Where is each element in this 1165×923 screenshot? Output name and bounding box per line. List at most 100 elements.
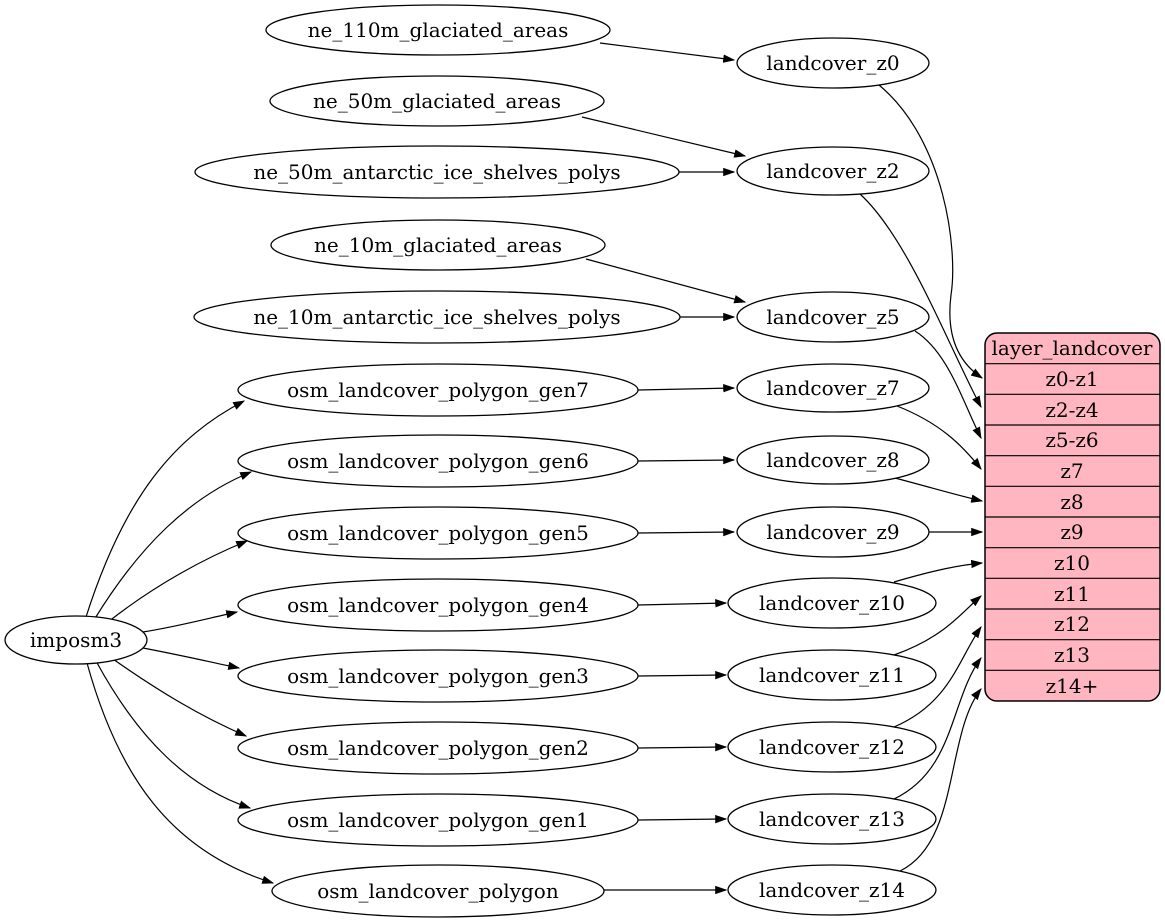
node-shape bbox=[736, 146, 930, 196]
node-osm-landcover-polygon: osm_landcover_polygon bbox=[271, 864, 605, 918]
node-shape bbox=[736, 37, 930, 89]
node-label: osm_landcover_polygon_gen7 bbox=[287, 378, 589, 402]
edge-imposm3-to-gen1 bbox=[95, 660, 252, 809]
node-landcover-z11: landcover_z11 bbox=[727, 649, 937, 701]
edge-gen4-to-landcover-z10 bbox=[637, 599, 728, 608]
node-label: landcover_z2 bbox=[766, 159, 899, 183]
table-row-z13: z13 bbox=[1054, 643, 1090, 667]
node-shape bbox=[736, 291, 930, 343]
node-label: osm_landcover_polygon_gen2 bbox=[287, 736, 589, 760]
edge-landcover-z7-to-row-z7 bbox=[896, 405, 982, 470]
edge-imposm3-to-gen2 bbox=[109, 656, 248, 737]
edge-gen7-to-landcover-z7 bbox=[637, 384, 736, 393]
edges-imposm3 bbox=[85, 400, 275, 884]
node-osm-landcover-polygon-gen6: osm_landcover_polygon_gen6 bbox=[237, 434, 639, 488]
edges-sources bbox=[581, 42, 747, 895]
node-label: ne_50m_antarctic_ice_shelves_polys bbox=[253, 160, 620, 184]
table-header-label: layer_landcover bbox=[992, 336, 1153, 360]
node-label: osm_landcover_polygon_gen1 bbox=[287, 808, 589, 832]
node-landcover-z7: landcover_z7 bbox=[736, 363, 930, 413]
node-shape bbox=[265, 4, 611, 56]
node-landcover-z2: landcover_z2 bbox=[736, 146, 930, 196]
edge-imposm3-to-gen3 bbox=[142, 647, 241, 670]
node-label: ne_110m_glaciated_areas bbox=[308, 18, 569, 42]
table-row-z14: z14+ bbox=[1046, 674, 1099, 698]
node-imposm3-shape bbox=[4, 615, 148, 665]
node-label: landcover_z8 bbox=[766, 448, 899, 472]
edge-landcover-z13-to-row-z13 bbox=[893, 657, 982, 800]
node-shape bbox=[194, 145, 680, 199]
edge-ne110m-to-landcover-z0 bbox=[599, 42, 736, 63]
node-landcover-z5: landcover_z5 bbox=[736, 291, 930, 343]
edge-landcover-z8-to-row-z8 bbox=[894, 477, 984, 503]
node-label: ne_10m_antarctic_ice_shelves_polys bbox=[253, 305, 620, 329]
edge-landcover-z2-to-row-z2-z4 bbox=[859, 193, 982, 409]
table-row-z9: z9 bbox=[1060, 520, 1083, 544]
node-shape bbox=[727, 577, 937, 629]
node-shape bbox=[727, 864, 937, 916]
node-shape bbox=[269, 75, 605, 127]
node-label: landcover_z13 bbox=[759, 807, 905, 831]
node-imposm3-label: imposm3 bbox=[30, 628, 122, 652]
edge-landcover-z0-to-row-z0-z1 bbox=[878, 84, 983, 379]
node-landcover-z0: landcover_z0 bbox=[736, 37, 930, 89]
node-shape bbox=[237, 434, 639, 488]
node-label: ne_10m_glaciated_areas bbox=[314, 233, 562, 257]
layer-landcover-table: layer_landcover z0-z1 z2-z4 z5-z6 z7 z8 … bbox=[984, 332, 1161, 702]
node-label: landcover_z7 bbox=[766, 376, 899, 400]
table-row-z5-z6: z5-z6 bbox=[1045, 428, 1098, 452]
node-shape bbox=[237, 649, 639, 703]
edge-landcover-z5-to-row-z5-z6 bbox=[914, 330, 982, 440]
edge-ne50m-glaciated-to-landcover-z2 bbox=[581, 116, 747, 158]
node-shape bbox=[270, 219, 606, 271]
node-shape bbox=[736, 363, 930, 413]
edge-imposm3-to-gen7 bbox=[85, 400, 246, 618]
node-osm-landcover-polygon-gen1: osm_landcover_polygon_gen1 bbox=[237, 793, 639, 847]
table-row-z12: z12 bbox=[1054, 612, 1090, 636]
edge-landcover-z12-to-row-z12 bbox=[893, 626, 982, 728]
node-shape bbox=[727, 793, 937, 845]
node-landcover-z14: landcover_z14 bbox=[727, 864, 937, 916]
edge-gen5-to-landcover-z9 bbox=[637, 527, 736, 537]
node-label: landcover_z11 bbox=[759, 663, 905, 687]
node-label: osm_landcover_polygon_gen5 bbox=[287, 521, 589, 545]
edge-gen6-to-landcover-z8 bbox=[637, 455, 736, 465]
node-shape bbox=[727, 649, 937, 701]
node-label: landcover_z0 bbox=[766, 51, 899, 75]
edge-landcover-z10-to-row-z10 bbox=[893, 559, 984, 583]
node-label: osm_landcover_polygon_gen3 bbox=[287, 664, 589, 688]
node-label: osm_landcover_polygon bbox=[317, 879, 559, 903]
edge-imposm3-to-gen4 bbox=[142, 610, 239, 633]
node-shape bbox=[237, 793, 639, 847]
node-label: landcover_z9 bbox=[766, 520, 899, 544]
node-label: ne_50m_glaciated_areas bbox=[313, 89, 561, 113]
edges-to-layer-table bbox=[859, 84, 984, 872]
node-label: osm_landcover_polygon_gen6 bbox=[287, 449, 589, 473]
node-label: osm_landcover_polygon_gen4 bbox=[287, 593, 589, 617]
table-row-z11: z11 bbox=[1054, 582, 1090, 606]
node-shape bbox=[193, 290, 681, 344]
node-ne-10m-antarctic-ice-shelves-polys: ne_10m_antarctic_ice_shelves_polys bbox=[193, 290, 681, 344]
node-osm-landcover-polygon-gen3: osm_landcover_polygon_gen3 bbox=[237, 649, 639, 703]
edge-landcover-z11-to-row-z11 bbox=[893, 595, 982, 656]
node-shape bbox=[237, 578, 639, 632]
node-landcover-z12: landcover_z12 bbox=[727, 721, 937, 773]
node-shape bbox=[237, 506, 639, 560]
node-landcover-z13: landcover_z13 bbox=[727, 793, 937, 845]
node-shape bbox=[271, 864, 605, 918]
edge-gen1-to-landcover-z13 bbox=[637, 814, 728, 824]
node-landcover-z9: landcover_z9 bbox=[736, 506, 930, 558]
table-row-z10: z10 bbox=[1054, 551, 1090, 575]
table-row-z2-z4: z2-z4 bbox=[1045, 398, 1098, 422]
node-imposm3: imposm3 bbox=[4, 615, 148, 665]
table-row-z7: z7 bbox=[1060, 459, 1083, 483]
node-ne-50m-glaciated-areas: ne_50m_glaciated_areas bbox=[269, 75, 605, 127]
table-row-z8: z8 bbox=[1060, 490, 1083, 514]
node-label: landcover_z10 bbox=[759, 591, 905, 615]
node-label: landcover_z5 bbox=[766, 305, 899, 329]
node-landcover-z10: landcover_z10 bbox=[727, 577, 937, 629]
edge-ne10m-glaciated-to-landcover-z5 bbox=[585, 258, 747, 304]
node-shape bbox=[237, 721, 639, 775]
